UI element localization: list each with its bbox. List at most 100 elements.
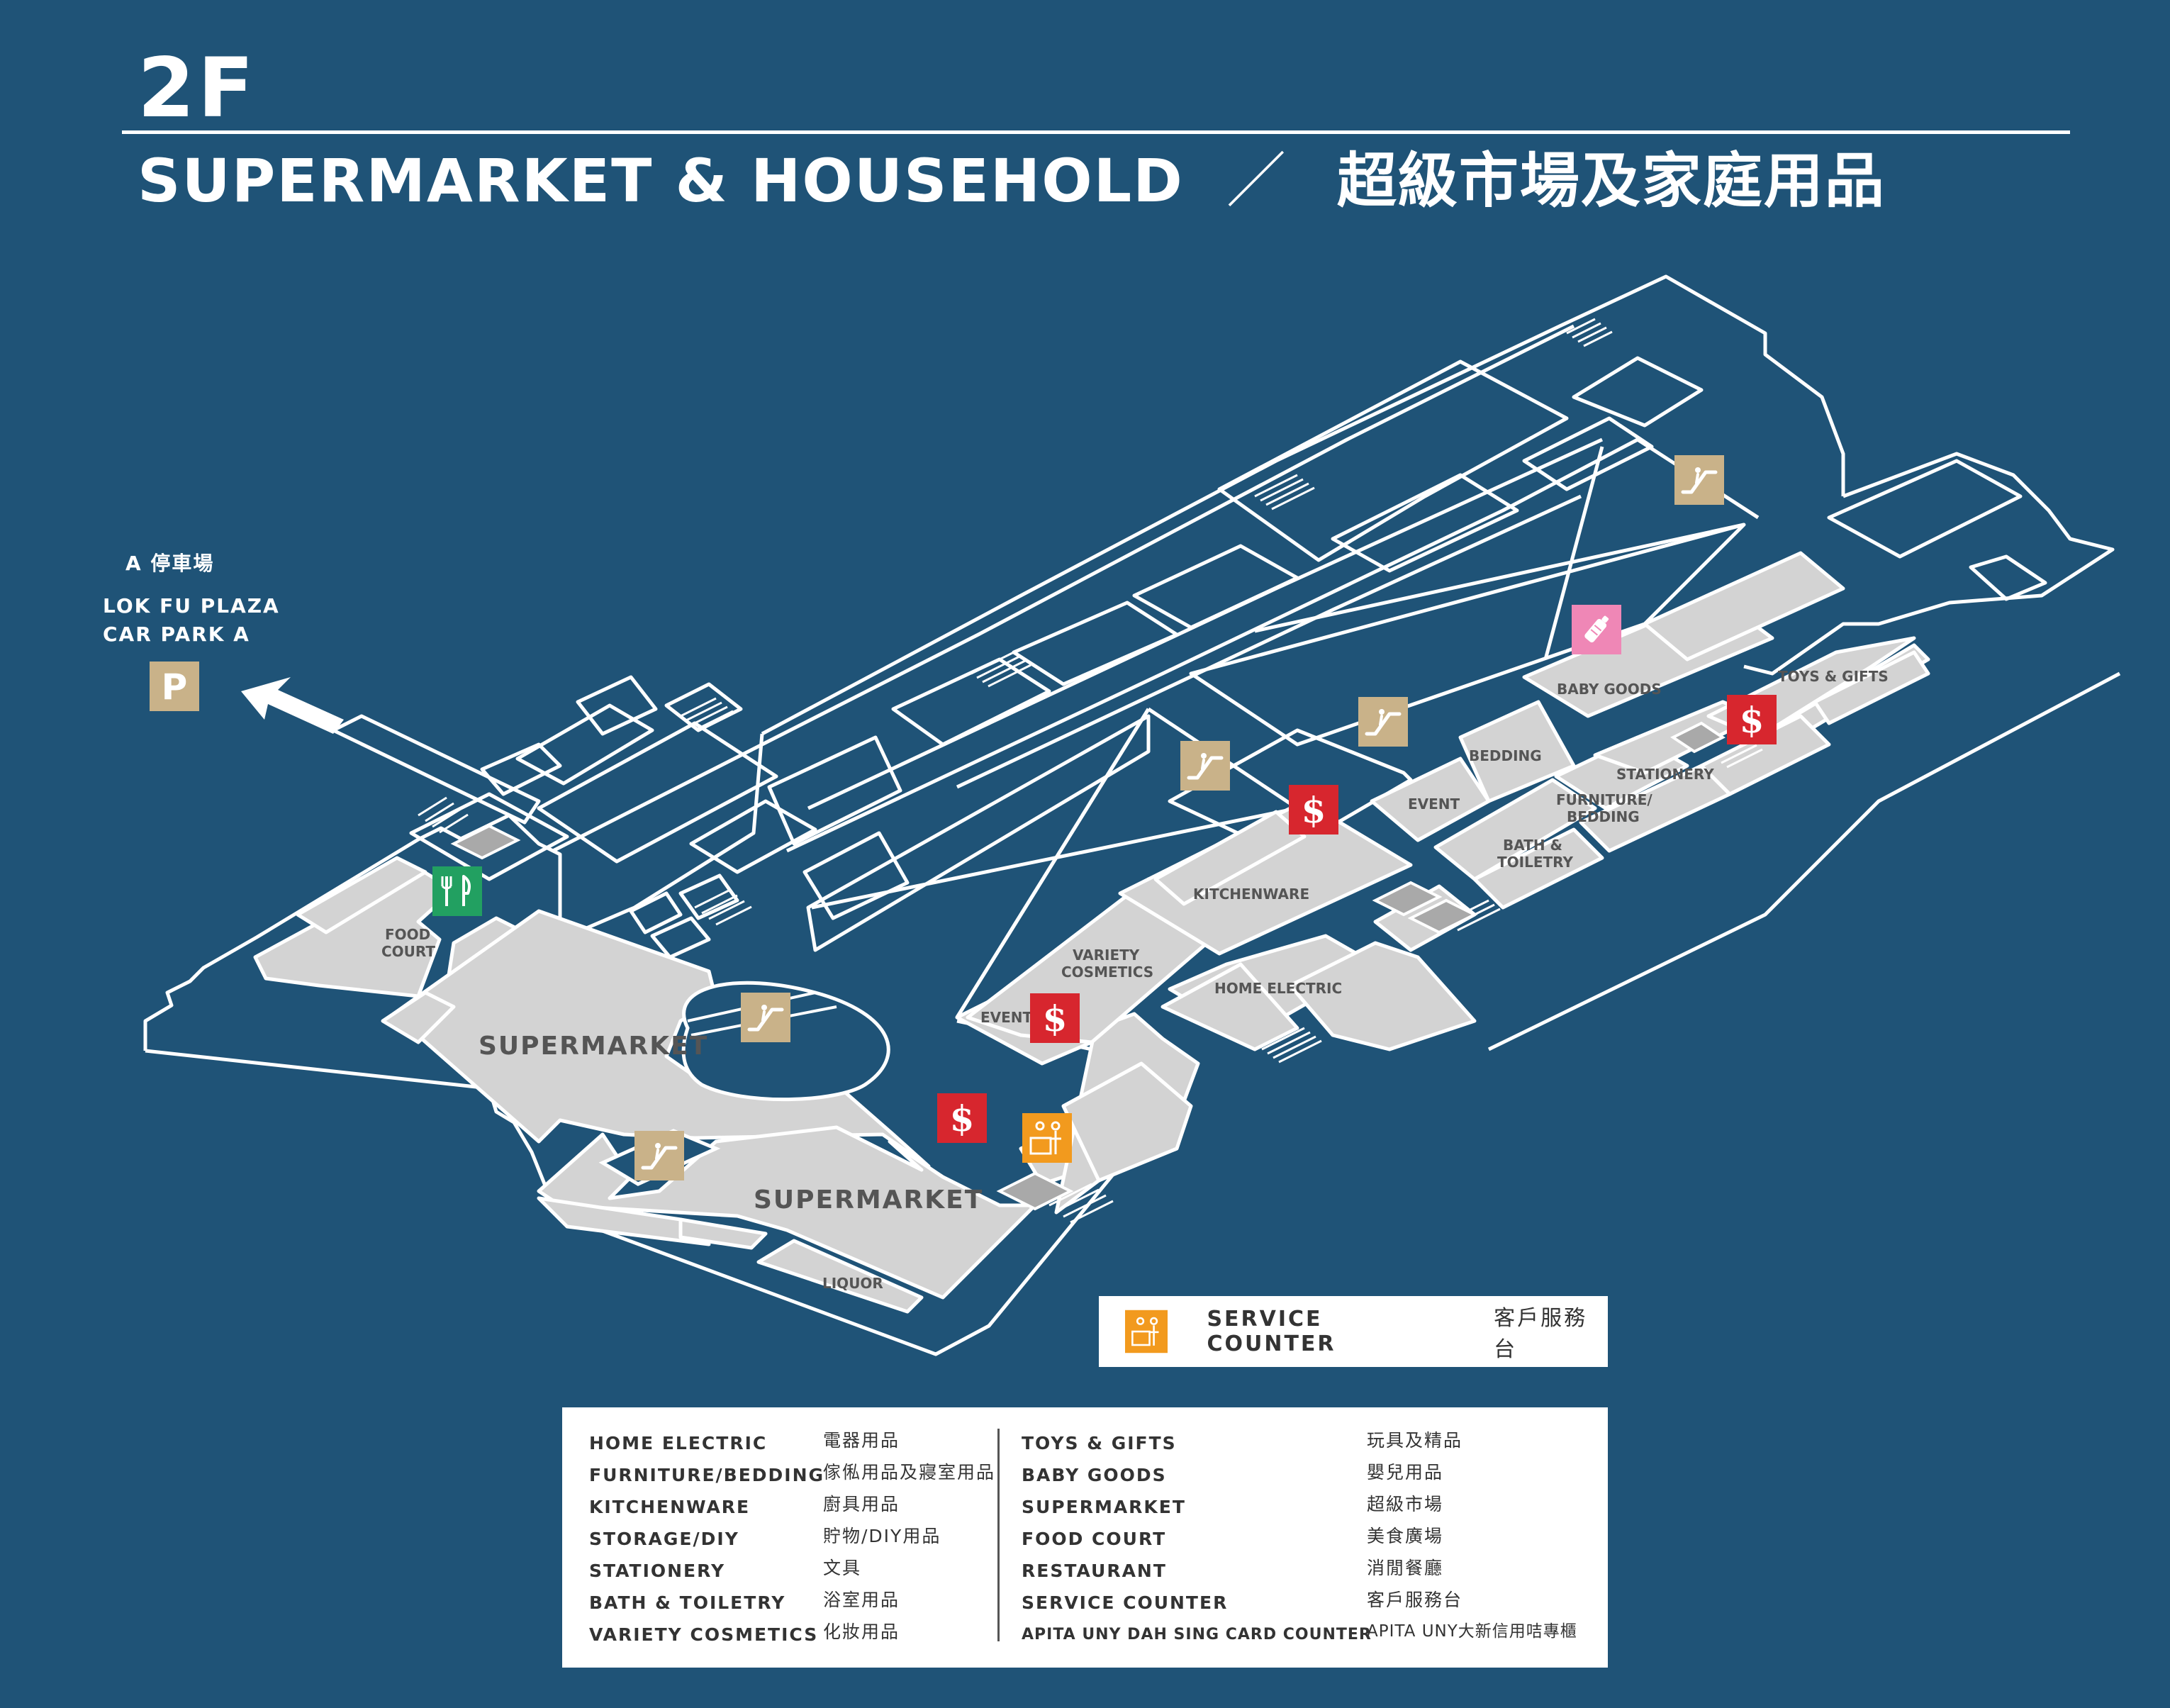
area-labels: SUPERMARKET SUPERMARKET FOOD COURT LIQUO…	[381, 668, 1889, 1292]
carpark-label-zh: A 停車場	[125, 552, 215, 575]
dollar-icon[interactable]: $	[1289, 785, 1338, 835]
legend-item: SUPERMARKET	[1022, 1497, 1186, 1517]
top-store-4	[1331, 473, 1519, 573]
floor-subtitle: SUPERMARKET & HOUSEHOLD／超級市場及家庭用品	[138, 142, 1886, 220]
legend-item: FOOD COURT	[1022, 1529, 1167, 1549]
building-outlines	[143, 274, 2121, 1356]
void-line-6	[1254, 523, 1745, 633]
legend-item: TOYS & GIFTS	[1022, 1433, 1177, 1453]
dollar-icon[interactable]: $	[1030, 993, 1080, 1043]
label-bath-1: BATH &	[1503, 837, 1562, 854]
escalator-icon[interactable]	[1180, 741, 1230, 791]
dollar-glyph: $	[1302, 789, 1326, 831]
store-top-left-1	[515, 703, 654, 786]
liquor-area	[756, 1239, 924, 1314]
legend-item: 客戶服務台	[1367, 1590, 1463, 1610]
store-top-left-4	[664, 682, 743, 732]
legend-item: 美食廣場	[1367, 1526, 1444, 1546]
dollar-glyph: $	[950, 1098, 975, 1139]
kiosk-1	[629, 891, 683, 934]
escalator-icon[interactable]	[741, 993, 790, 1042]
void-line-4	[955, 708, 1151, 1019]
carpark-arrow[interactable]	[241, 677, 344, 734]
legend-item: BABY GOODS	[1022, 1465, 1167, 1485]
stairs-left	[680, 697, 734, 730]
legend-item: 嬰兒用品	[1367, 1462, 1444, 1483]
lift-entrance	[450, 824, 521, 860]
legend-item: 廚具用品	[823, 1494, 900, 1514]
label-bedding: BEDDING	[1469, 747, 1542, 764]
legend-item: FURNITURE/BEDDING	[589, 1465, 825, 1485]
lift-east-1	[1372, 881, 1443, 917]
escalator-icon[interactable]	[634, 1131, 684, 1180]
store-mid-left-1	[537, 721, 778, 864]
legend-divider	[997, 1429, 1000, 1641]
legend-item: BATH & TOILETRY	[589, 1592, 786, 1613]
carpark-label-en-1: LOK FU PLAZA	[103, 594, 280, 618]
top-store-3	[1132, 544, 1299, 630]
lift-stationery	[1670, 721, 1726, 754]
food-court-area	[253, 866, 456, 998]
legend-item: SERVICE COUNTER	[1022, 1592, 1229, 1613]
label-stationery: STATIONERY	[1616, 766, 1714, 783]
label-event-right: EVENT	[1408, 796, 1460, 813]
label-furniture-2: BEDDING	[1567, 808, 1640, 825]
legend-left-zh: 電器用品 傢俬用品及寢室用品 廚具用品 貯物/DIY用品 文具 浴室用品 化妝用…	[823, 1424, 995, 1648]
carpark-direction[interactable]: A 停車場 LOK FU PLAZA CAR PARK A	[103, 549, 280, 649]
kiosk-3	[678, 873, 739, 920]
top-store-1	[891, 657, 1051, 747]
stairs-entrance	[418, 796, 469, 834]
corridor-edge-1	[552, 324, 1575, 853]
legend-item: RESTAURANT	[1022, 1561, 1167, 1581]
label-baby-goods: BABY GOODS	[1557, 681, 1662, 698]
atm-icons: $ $ $ $	[937, 695, 1777, 1143]
store-top-left-3	[576, 675, 658, 736]
escalator-icon[interactable]	[1674, 455, 1724, 505]
outer-wall-top	[761, 274, 1845, 736]
lift-east-2	[1407, 898, 1478, 934]
food-court-outline	[409, 792, 569, 881]
dollar-glyph: $	[1740, 699, 1764, 741]
store-mid-left-2	[689, 799, 817, 874]
wing-top-b	[1572, 356, 1704, 428]
label-home-electric: HOME ELECTRIC	[1214, 980, 1342, 997]
liquor-strip	[678, 1217, 768, 1250]
label-food-court-1: FOOD	[385, 926, 430, 943]
label-event-left: EVENT	[980, 1009, 1033, 1026]
wing-right-a	[1827, 459, 2023, 559]
label-supermarket-south: SUPERMARKET	[754, 1185, 983, 1215]
top-store-5	[1522, 416, 1654, 491]
corridor-edge-6	[1487, 671, 2121, 1051]
supermarket-south-strip	[537, 1196, 711, 1246]
baby-bottle-icon[interactable]	[1572, 605, 1621, 654]
kiosk-2	[650, 916, 711, 959]
service-counter-icon[interactable]	[1022, 1113, 1072, 1163]
entrance-corridor	[331, 714, 541, 825]
east-strip-5	[1813, 650, 1930, 725]
lift-south	[996, 1171, 1074, 1211]
wing-top-a	[1217, 359, 1569, 562]
void-line-5	[1543, 446, 1604, 660]
baby-goods-strip	[1643, 551, 1845, 662]
dollar-icon[interactable]: $	[1727, 695, 1777, 744]
label-variety-2: COSMETICS	[1061, 964, 1153, 981]
escalator-icon[interactable]	[1358, 697, 1408, 747]
legend-item: VARIETY COSMETICS	[589, 1624, 819, 1645]
parking-icon[interactable]: P	[150, 662, 199, 711]
label-bath-2: TOILETRY	[1497, 854, 1573, 871]
label-food-court-2: COURT	[381, 943, 435, 960]
carpark-label-en-2: CAR PARK A	[103, 623, 250, 646]
legend-item: 傢俬用品及寢室用品	[823, 1462, 996, 1483]
store-top-left-2	[480, 742, 562, 796]
fork-knife-icon[interactable]	[432, 866, 482, 916]
corridor-edge-3	[956, 494, 1582, 789]
dollar-icon[interactable]: $	[937, 1093, 987, 1143]
directory-legend: HOME ELECTRIC FURNITURE/BEDDING KITCHENW…	[562, 1407, 1608, 1668]
home-electric-strip	[1160, 962, 1299, 1051]
stairs-top	[1566, 318, 1613, 347]
legend-item: 電器用品	[823, 1430, 900, 1451]
legend-item: APITA UNY DAH SING CARD COUNTER	[1022, 1626, 1372, 1643]
legend-right-zh: 玩具及精品 嬰兒用品 超級市場 美食廣場 消閒餐廳 客戶服務台 APITA UN…	[1367, 1424, 1577, 1648]
store-mid-left-3	[767, 735, 902, 846]
